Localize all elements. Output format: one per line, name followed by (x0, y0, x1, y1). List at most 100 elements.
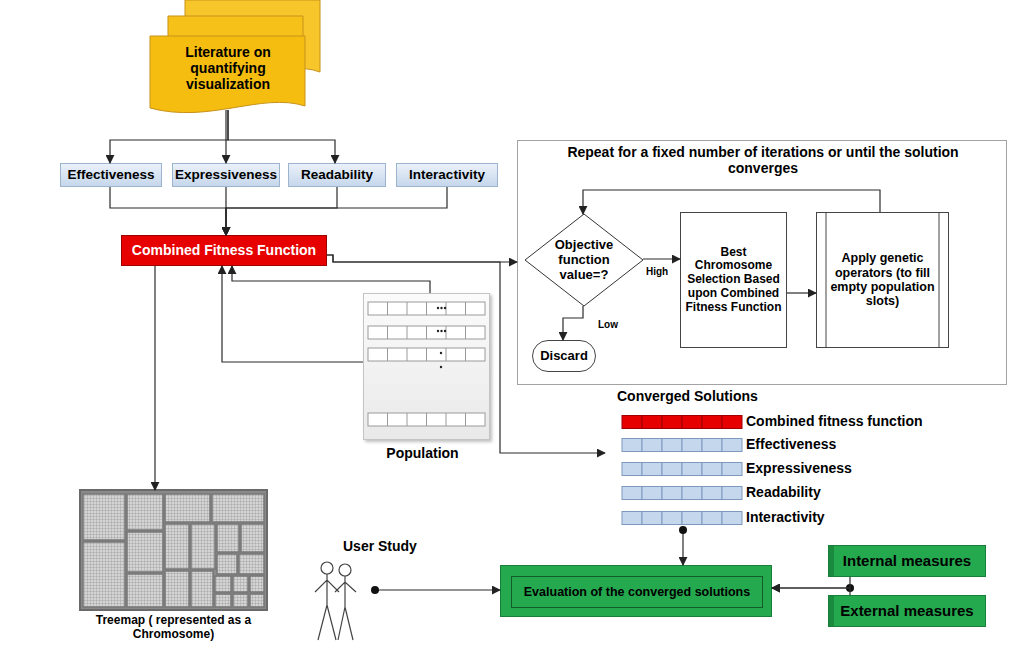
population-rows (368, 302, 485, 426)
gene-cell (702, 439, 722, 452)
gene-cell (702, 416, 722, 429)
junction-dot (371, 586, 379, 594)
criterion-box: Expressiveness (172, 163, 280, 187)
node-text: Readability (301, 167, 373, 183)
connector (327, 255, 517, 262)
connector (772, 577, 850, 588)
chromosome-row (368, 302, 485, 315)
dot (440, 352, 442, 354)
gene-cell (642, 463, 662, 476)
population-box: Population (363, 293, 490, 440)
solution-bar: Effectiveness (622, 436, 942, 454)
tile (165, 571, 189, 607)
connector (154, 266, 155, 490)
tile (127, 574, 163, 607)
edge-label: Low (598, 319, 618, 330)
node-text: Discard (540, 349, 588, 364)
node-text: Interactivity (409, 167, 485, 183)
tile (191, 571, 213, 607)
gene-cell (722, 487, 742, 500)
solution-bar: Interactivity (622, 509, 942, 527)
gene-cell (642, 512, 662, 525)
junction-dot (846, 584, 854, 592)
node-text: Readability (746, 484, 940, 500)
gene-cell (662, 416, 682, 429)
connector (787, 292, 816, 293)
document-sheet (150, 36, 305, 113)
connector (643, 258, 680, 259)
chromosome-row (368, 348, 485, 361)
node-text: Literature on quantifying visualization (164, 44, 292, 92)
gene-cell (722, 463, 742, 476)
tile (215, 594, 231, 607)
node-text: Interactivity (746, 509, 940, 525)
connector (563, 306, 583, 340)
ellipsis-dots (437, 307, 446, 368)
node-text: Effectiveness (746, 436, 940, 452)
tile (217, 554, 237, 574)
connector (375, 589, 500, 590)
measure-box: External measures (828, 595, 986, 627)
figure-head (321, 562, 333, 574)
stick-figures (315, 562, 356, 640)
chromosome-row (368, 326, 485, 339)
gene-cell (622, 487, 642, 500)
evaluation-box: Evaluation of the converged solutions (500, 565, 772, 617)
node-text: Converged Solutions (617, 388, 817, 404)
connector (682, 530, 683, 565)
tile (83, 542, 125, 607)
solution-bar: Combined fitness function (622, 413, 942, 431)
gene-cell (682, 487, 702, 500)
junction-dot (679, 526, 687, 534)
solution-bar: Expressiveness (622, 460, 942, 478)
subprocess-box: Apply genetic operators (to fill empty p… (816, 212, 949, 348)
dot (444, 330, 446, 332)
node-text: Repeat for a fixed number of iterations … (548, 144, 978, 176)
connector (225, 187, 226, 235)
gene-dividers (388, 302, 466, 426)
connector (228, 110, 335, 163)
gene-cell (662, 439, 682, 452)
node-text: Expressiveness (175, 167, 277, 183)
connector (110, 187, 226, 235)
criterion-box: Effectiveness (60, 163, 162, 187)
node-text: Combined Fitness Function (132, 242, 316, 258)
gene-cell (682, 439, 702, 452)
node-text: Apply genetic operators (to fill empty p… (830, 251, 935, 309)
chromosome-row (368, 413, 485, 426)
gene-cell (662, 463, 682, 476)
gene-cell (622, 439, 642, 452)
tile (217, 524, 239, 552)
gene-cell (622, 463, 642, 476)
tile (165, 524, 189, 569)
gene-cell (642, 416, 662, 429)
decision-diamond: Objective function value=? (525, 214, 643, 306)
treemap-chromosome: Treemap ( represented as a Chromosome) (80, 490, 267, 610)
node-text: Internal measures (843, 552, 971, 569)
criterion-box: Readability (288, 163, 386, 187)
connector (226, 187, 447, 235)
tile (233, 576, 248, 592)
criterion-box: Interactivity (396, 163, 498, 187)
figure-body (335, 576, 356, 640)
node-text: Expressiveness (746, 460, 940, 476)
gene-cell (702, 512, 722, 525)
node-text: Population (359, 445, 486, 461)
treemap-illustration (80, 490, 267, 610)
gene-cell (722, 416, 742, 429)
gene-cell (622, 416, 642, 429)
treemap-frame (80, 490, 267, 610)
tile (241, 524, 264, 552)
node-text: Treemap ( represented as a Chromosome) (90, 614, 257, 642)
connector (110, 110, 228, 163)
gene-cell (622, 512, 642, 525)
gene-cell (702, 487, 722, 500)
fitness-box: Combined Fitness Function (121, 235, 327, 266)
gene-cell (642, 487, 662, 500)
gene-cell (662, 512, 682, 525)
figure-body (315, 574, 339, 640)
figure-head (339, 564, 351, 576)
tile (191, 524, 215, 569)
tile (127, 494, 163, 530)
node-text: Evaluation of the converged solutions (511, 576, 763, 608)
